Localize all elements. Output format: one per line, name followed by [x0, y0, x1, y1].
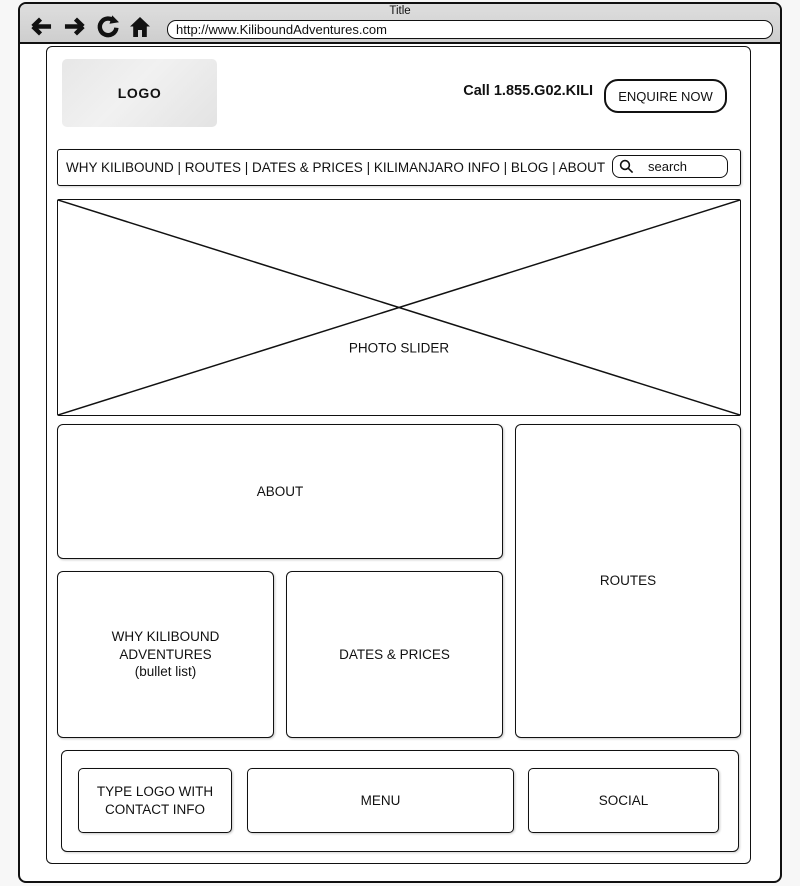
footer-logo-line1: TYPE LOGO WITH [96, 783, 214, 799]
footer-menu-label: MENU [360, 792, 401, 808]
why-kilibound-section-placeholder: WHY KILIBOUND ADVENTURES (bullet list) [57, 571, 274, 738]
footer-logo-contact-placeholder: TYPE LOGO WITH CONTACT INFO [78, 768, 232, 833]
dates-prices-section-placeholder: DATES & PRICES [286, 571, 503, 738]
enquire-now-button[interactable]: ENQUIRE NOW [604, 79, 727, 113]
about-label: ABOUT [256, 483, 304, 499]
browser-window: Title [18, 2, 782, 883]
about-section-placeholder: ABOUT [57, 424, 503, 559]
footer-social-label: SOCIAL [598, 792, 649, 808]
site-logo-placeholder[interactable]: LOGO [62, 59, 217, 127]
why-label-line1: WHY KILIBOUND [111, 629, 220, 645]
search-input[interactable]: search [612, 155, 728, 178]
home-button[interactable] [128, 16, 152, 43]
forward-arrow-icon [63, 16, 86, 42]
browser-toolbar: http://www.KiliboundAdventures.com [29, 14, 773, 44]
routes-section-placeholder: ROUTES [515, 424, 741, 738]
browser-chrome: Title [20, 4, 780, 44]
dates-prices-label: DATES & PRICES [339, 646, 450, 662]
url-input[interactable]: http://www.KiliboundAdventures.com [167, 19, 773, 39]
refresh-button[interactable] [95, 14, 119, 44]
search-icon [619, 159, 634, 174]
why-label-line2: ADVENTURES [119, 646, 212, 662]
footer-section: TYPE LOGO WITH CONTACT INFO MENU SOCIAL [61, 750, 739, 852]
main-navigation: WHY KILIBOUND | ROUTES | DATES & PRICES … [57, 149, 741, 186]
page-content: LOGO Call 1.855.G02.KILI ENQUIRE NOW WHY… [46, 46, 751, 864]
footer-logo-line2: CONTACT INFO [105, 801, 205, 817]
back-button[interactable] [29, 17, 53, 41]
footer-social-placeholder: SOCIAL [528, 768, 719, 833]
refresh-icon [95, 14, 119, 44]
forward-button[interactable] [62, 17, 86, 41]
routes-label: ROUTES [599, 573, 657, 589]
home-icon [129, 16, 151, 43]
search-placeholder-text: search [648, 159, 688, 174]
nav-menu-links[interactable]: WHY KILIBOUND | ROUTES | DATES & PRICES … [66, 160, 606, 175]
back-arrow-icon [30, 16, 53, 42]
footer-menu-placeholder: MENU [247, 768, 514, 833]
image-placeholder-cross [58, 200, 740, 415]
photo-slider-placeholder[interactable]: PHOTO SLIDER [57, 199, 741, 416]
why-label-line3: (bullet list) [134, 664, 197, 680]
photo-slider-label: PHOTO SLIDER [344, 340, 454, 356]
window-title: Title [389, 5, 411, 17]
phone-number: Call 1.855.G02.KILI [463, 83, 593, 99]
